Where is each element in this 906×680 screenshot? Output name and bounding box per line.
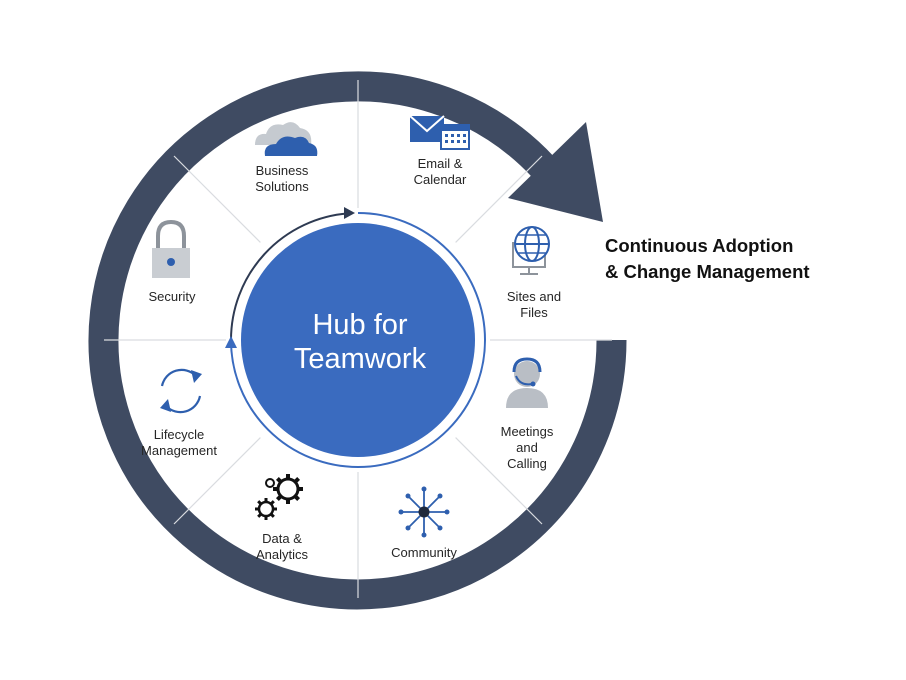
globe-monitor-icon xyxy=(512,226,550,275)
segment-label-community: Community xyxy=(391,545,457,560)
segment-label-security: Security xyxy=(148,289,196,304)
hub-title: Hub for Teamwork xyxy=(250,308,470,376)
inner-cycle-arc-blue xyxy=(230,212,486,468)
email-calendar-icon xyxy=(409,115,470,150)
network-hub-icon xyxy=(398,486,450,538)
headset-person-icon xyxy=(506,357,548,408)
cycle-caption: Continuous Adoption & Change Management xyxy=(605,233,810,285)
outer-cycle-ring xyxy=(88,71,627,610)
hub-title-line1: Hub for xyxy=(312,309,408,341)
hub-circle xyxy=(241,223,475,457)
cycle-caption-line2: & Change Management xyxy=(605,261,810,282)
segment-dividers xyxy=(104,80,612,598)
segment-label-sites-files: Sites and Files xyxy=(506,289,562,320)
gears-icon xyxy=(255,474,303,520)
outer-cycle-arrowhead xyxy=(508,122,603,222)
inner-arrowhead-top xyxy=(344,207,355,219)
cloud-icon xyxy=(255,122,318,156)
segment-label-meetings-calling: Meetings and Calling xyxy=(500,424,554,471)
inner-arrowhead-left xyxy=(225,336,237,348)
segment-label-lifecycle-management: Lifecycle Management xyxy=(141,427,217,458)
inner-cycle-arc-dark xyxy=(230,212,349,341)
cycle-caption-line1: Continuous Adoption xyxy=(605,235,794,256)
segment-label-email-calendar: Email & Calendar xyxy=(413,156,467,187)
hub-title-line2: Teamwork xyxy=(293,343,427,375)
segment-label-data-analytics: Data & Analytics xyxy=(255,531,309,562)
padlock-icon xyxy=(152,219,190,278)
segment-label-business-solutions: Business Solutions xyxy=(255,163,309,194)
